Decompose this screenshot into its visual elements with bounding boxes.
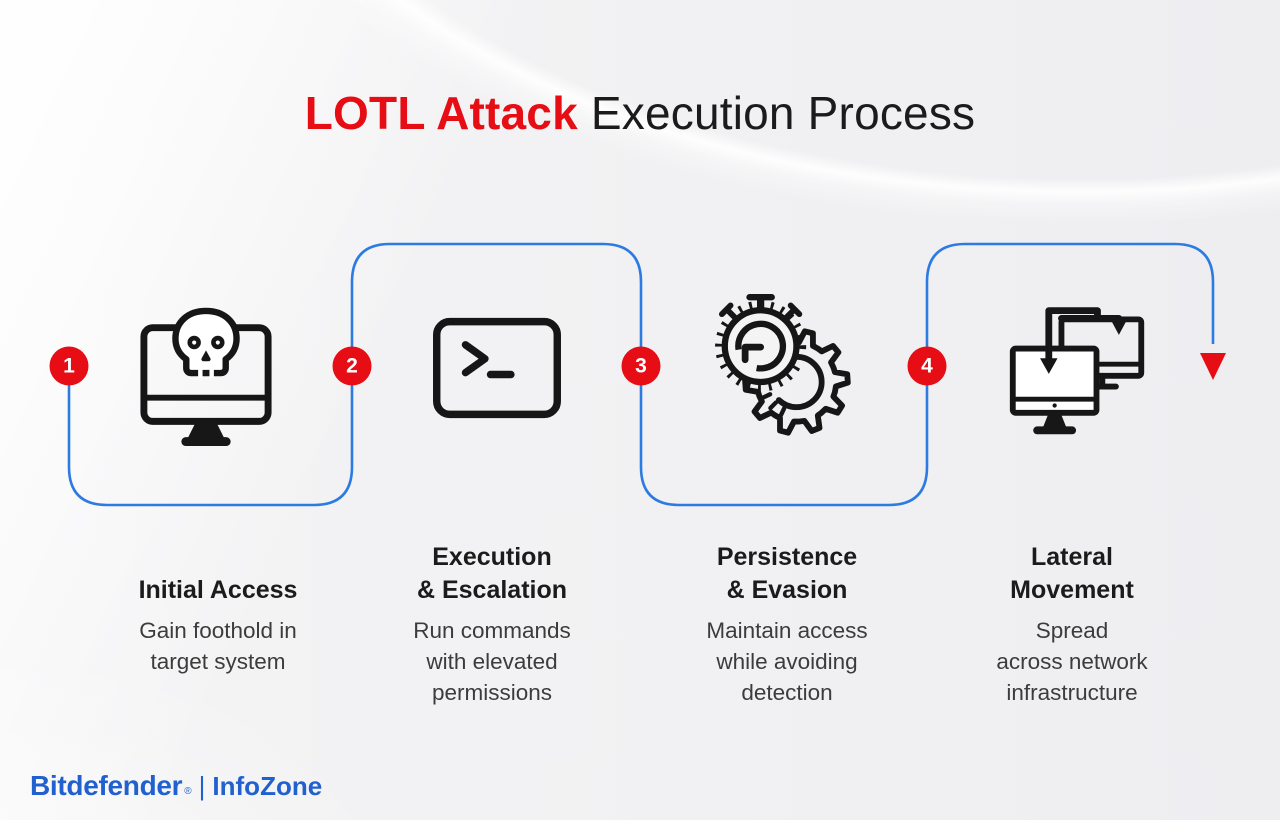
step-3-description: Maintain access while avoiding detection: [706, 618, 868, 705]
step-3-number-badge: 3: [621, 346, 661, 386]
stopwatch-gear-icon: [715, 294, 851, 436]
brand-wordmark: Bitdefender: [30, 770, 183, 801]
brand-separator: |: [198, 771, 206, 801]
page-title-highlight: LOTL Attack: [304, 87, 578, 139]
step-3-title: Persistence & Evasion: [716, 543, 858, 604]
step-2-description: Run commands with elevated permissions: [413, 618, 571, 705]
step-1-text: Initial Access Gain foothold in target s…: [63, 541, 373, 677]
registered-mark: ®: [184, 786, 192, 797]
sub-brand-wordmark: InfoZone: [212, 771, 323, 801]
step-4-description: Spread across network infrastructure: [996, 618, 1148, 705]
terminal-icon: [433, 317, 561, 419]
monitor-skull-icon: [140, 307, 272, 447]
flow-end-arrowhead-icon: [1200, 353, 1226, 380]
step-4-text: Lateral Movement Spread across network i…: [917, 541, 1227, 708]
step-1-description: Gain foothold in target system: [139, 618, 297, 674]
step-3-text: Persistence & Evasion Maintain access wh…: [632, 541, 942, 708]
network-monitors-icon: [1009, 307, 1145, 435]
footer-branding: Bitdefender® |InfoZone: [30, 770, 322, 802]
step-2-number-badge: 2: [332, 346, 372, 386]
step-4-number-badge: 4: [907, 346, 947, 386]
step-1-number-badge: 1: [49, 346, 89, 386]
step-4-title: Lateral Movement: [1010, 543, 1134, 604]
step-2-text: Execution & Escalation Run commands with…: [337, 541, 647, 708]
step-2-title: Execution & Escalation: [416, 543, 568, 604]
step-1-title: Initial Access: [138, 576, 298, 604]
page-title-rest: Execution Process: [590, 87, 976, 139]
